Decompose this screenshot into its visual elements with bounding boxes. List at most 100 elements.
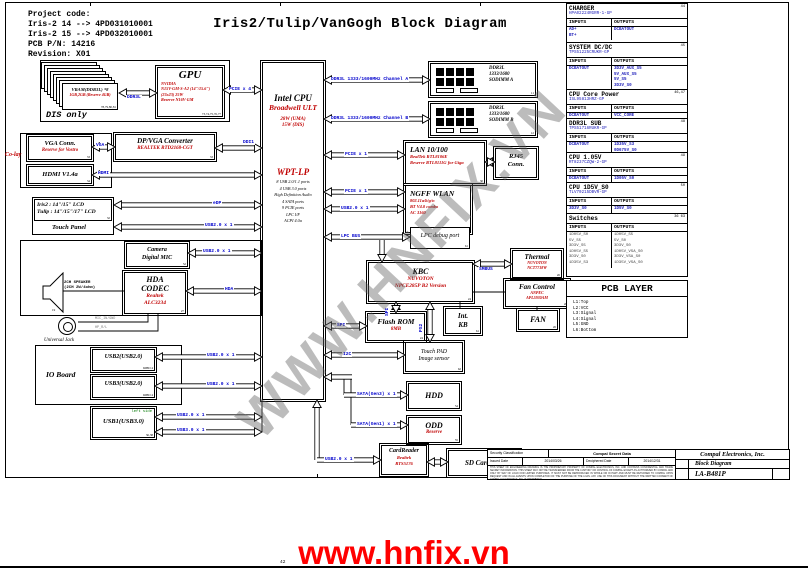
sodimm-b-page: 12 — [530, 131, 534, 135]
usb1-side-note: left side — [131, 410, 152, 414]
usb3-port-block: USB3(USB2.0) IOBD 4 — [90, 374, 157, 400]
bus-label-sata1: SATA(Gen1) x 1 — [356, 422, 397, 427]
bus-label-usb-io2: USB2.0 x 1 — [206, 353, 236, 358]
inputs-header: INPUTS — [567, 134, 612, 141]
odd-block: ODD Reserve 55 — [406, 415, 462, 445]
outputs-header: OUTPUTS — [614, 199, 635, 204]
power-page: 50 — [680, 184, 685, 188]
bus-label-usb-io3: USB2.0 x 1 — [206, 382, 236, 387]
universal-jack-icon — [58, 317, 76, 335]
sheet-page-number: 42 — [280, 560, 286, 565]
card-reader-title: CardReader — [389, 448, 419, 454]
issued-date-value: 2014/03/26 — [523, 458, 584, 465]
io-board-label: IO Board — [46, 370, 76, 379]
power-name: CPU 1D5V_S0 — [569, 184, 609, 191]
dp-vga-title: DP/VGA Converter — [137, 137, 193, 145]
touchpad-page: 62 — [457, 367, 461, 371]
gpu-pages: 73,74,75,76,77 — [201, 112, 221, 116]
power-inputs: 3D3V_S0 — [567, 206, 612, 213]
doc-type: Block Diagram — [695, 461, 732, 467]
bus-label-ps2: PS2 — [419, 322, 424, 333]
bus-label-edp: eDP — [212, 201, 223, 206]
power-name: DDR3L SUB — [569, 120, 602, 127]
frame-tick — [90, 2, 91, 6]
usb3-port-conn: IOBD 4 — [142, 393, 153, 397]
fan-label: FAN — [530, 315, 546, 324]
cpu-tdp-uma: 28W (UMA) — [280, 117, 306, 122]
footer-site-url: www.hnfix.vn — [298, 534, 510, 571]
jack-wire-label-mic: MIC_IN/GND — [95, 317, 116, 321]
bus-label-i2c: I2C — [342, 352, 353, 357]
frame-tick — [317, 474, 318, 478]
inputs-header: INPUTS — [567, 224, 612, 231]
bus-label-spi: SPI — [336, 323, 347, 328]
speaker-page: 19 — [52, 308, 56, 312]
switches-page: 36 63 — [674, 215, 685, 219]
vga-conn-note: Reserve for Vostro — [41, 147, 79, 153]
outputs-header: OUTPUTS — [614, 106, 635, 111]
frame-tick — [480, 2, 481, 6]
usb3-port-label: USB3(USB2.0) — [104, 381, 143, 387]
bus-label-spi-v: SPI — [385, 306, 390, 317]
kbc-page: 24 — [467, 297, 471, 301]
frame-tick — [280, 2, 281, 6]
power-name: SYSTEM DC/DC — [569, 44, 613, 51]
power-page: 45 — [680, 44, 685, 48]
power-part: TPS51225CRUKR-GP — [569, 51, 610, 55]
power-inputs: DCBATOUT — [567, 176, 612, 182]
hda-codec-page: 27 — [180, 309, 184, 313]
kbc-title: KBC — [412, 267, 429, 276]
flash-rom-block: Flash ROM 8MB 24 — [365, 311, 427, 343]
bus-label-pcie-wlan: PCIE x 1 — [344, 189, 369, 194]
power-outputs: 1D05V_S0 — [614, 177, 635, 181]
camera-page: 52 — [182, 262, 186, 266]
vram-title: VRAM(DDR3L) *8 — [71, 87, 109, 92]
inputs-header: INPUTS — [567, 198, 612, 205]
bus-label-usb-cardreader: USB2.0 x 1 — [324, 457, 354, 462]
issued-date-label: Issued Date — [488, 458, 523, 465]
vga-conn-title: VGA Conn. — [44, 140, 76, 147]
vram-capacity: 1GB,2GB (Reserve 4GB) — [69, 92, 111, 97]
usb2-port-label: USB2(USB2.0) — [104, 354, 143, 360]
fan-control-page: 26 — [564, 302, 567, 306]
cpu-family: Broadwell ULT — [269, 103, 317, 112]
power-outputs: DCBATOUT — [614, 28, 635, 32]
inputs-header: INPUTS — [567, 105, 612, 112]
internal-keyboard-label: Int.KB — [457, 312, 469, 329]
odd-page: 55 — [454, 438, 458, 442]
cpu-block: Intel CPU Broadwell ULT 28W (UMA) 15W (D… — [260, 60, 326, 402]
dp-vga-part: REALTEK RTD2168-CGT — [137, 145, 193, 151]
cpu-title: Intel CPU — [274, 93, 312, 103]
power-inputs: DCBATOUT — [567, 66, 612, 89]
odd-reserve: Reserve — [425, 430, 443, 435]
usb1-port-block: left side USB1(USB3.0) 36,38 — [90, 406, 157, 440]
internal-keyboard-block: Int.KB 61 — [443, 306, 483, 336]
page-bottom-rule — [0, 566, 808, 568]
switches-title: Switches — [569, 215, 598, 222]
dimm-icon — [436, 108, 484, 133]
sodimm-a-page: 11 — [530, 91, 534, 95]
bus-label-sata3: SATA(Gen3) x 1 — [356, 392, 397, 397]
usb2-port-block: USB2(USB2.0) IOBD 4 — [90, 347, 157, 373]
bus-label-ddr3l: DDR3L — [126, 95, 142, 100]
vga-conn-block: VGA Conn. Reserve for Vostro 33 — [26, 134, 94, 162]
lpc-debug-page: 61 — [464, 244, 468, 248]
lpc-debug-block: LPC debug port 61 — [410, 227, 470, 249]
legal-text: THIS SHEET OF ENGINEERING DRAWING IS THE… — [490, 466, 673, 479]
